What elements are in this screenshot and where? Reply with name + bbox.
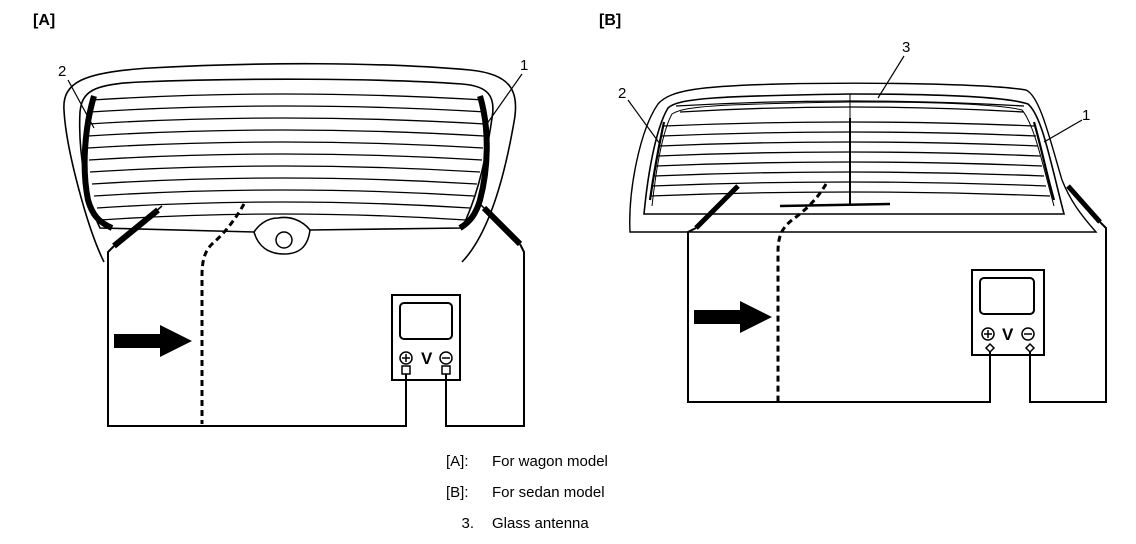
sedan-bus-bar-left [648,121,666,201]
sedan-minus-terminal [1021,327,1035,341]
wagon-wire-negative [445,243,525,427]
sedan-wire-positive [687,227,991,403]
legend-key-b: [B]: [446,484,469,501]
wagon-callout-1: 1 [520,57,528,74]
sedan-voltmeter-display [979,277,1035,315]
sedan-callout-3-leader [877,55,905,99]
wagon-probe-right [481,205,523,247]
legend-row-3: 3. Glass antenna [446,508,608,539]
sedan-body-outline [629,82,1098,233]
legend-key-a: [A]: [446,453,469,470]
wagon-probe-left [112,207,160,249]
legend-text-a: For wagon model [492,453,608,470]
legend-row-b: [B]: For sedan model [446,477,608,508]
sedan-wire-negative [1029,221,1107,403]
wagon-probe-right-tip [479,203,488,212]
wagon-voltmeter-symbol: V [421,349,433,368]
sedan-direction-arrow [694,301,772,333]
sedan-glass-antenna [675,94,1025,118]
wagon-callout-1-leader [483,73,523,129]
sedan-plus-terminal [981,327,995,341]
legend-text-b: For sedan model [492,484,605,501]
wagon-plus-terminal [399,351,413,365]
wagon-probe-left-tip [153,205,163,214]
legend-text-3: Glass antenna [492,515,589,532]
panel-a-label: [A] [33,12,56,29]
wagon-lock-notch [253,229,311,255]
wagon-callout-2-leader [67,79,95,129]
wagon-voltmeter [391,294,461,381]
wagon-rear-glass [78,78,494,233]
sedan-probe-left [694,184,740,230]
sedan-scan-path [776,183,828,402]
sedan-voltmeter [971,269,1045,356]
wagon-heater-grid [87,93,487,221]
legend-row-a: [A]: For wagon model [446,446,608,477]
sedan-probe-right [1066,184,1102,224]
sedan-callout-1: 1 [1082,107,1090,124]
wagon-bus-bar-right [458,95,490,231]
sedan-callout-2: 2 [618,85,626,102]
panel-b-label: [B] [599,12,622,29]
wagon-diagram [63,62,525,427]
wagon-voltmeter-display [399,302,453,340]
wagon-callout-2: 2 [58,63,66,80]
wagon-bus-bar-left [81,95,114,231]
legend-key-3: 3. [461,515,474,532]
sedan-voltmeter-symbol: V [1002,325,1014,344]
sedan-callout-1-leader [1043,119,1083,143]
sedan-bottom-strip [779,202,891,208]
wagon-lock-circle [275,231,293,249]
sedan-diagram [627,55,1107,403]
wagon-scan-path [200,203,246,424]
sedan-callout-2-leader [627,99,661,145]
wagon-minus-terminal [439,351,453,365]
sedan-callout-3: 3 [902,39,910,56]
sedan-bus-bar-right [1032,121,1056,201]
wagon-tailgate-outline [63,62,517,263]
legend: [A]: For wagon model [B]: For sedan mode… [446,446,608,539]
wagon-direction-arrow [114,325,192,357]
wagon-wire-positive [107,245,407,427]
